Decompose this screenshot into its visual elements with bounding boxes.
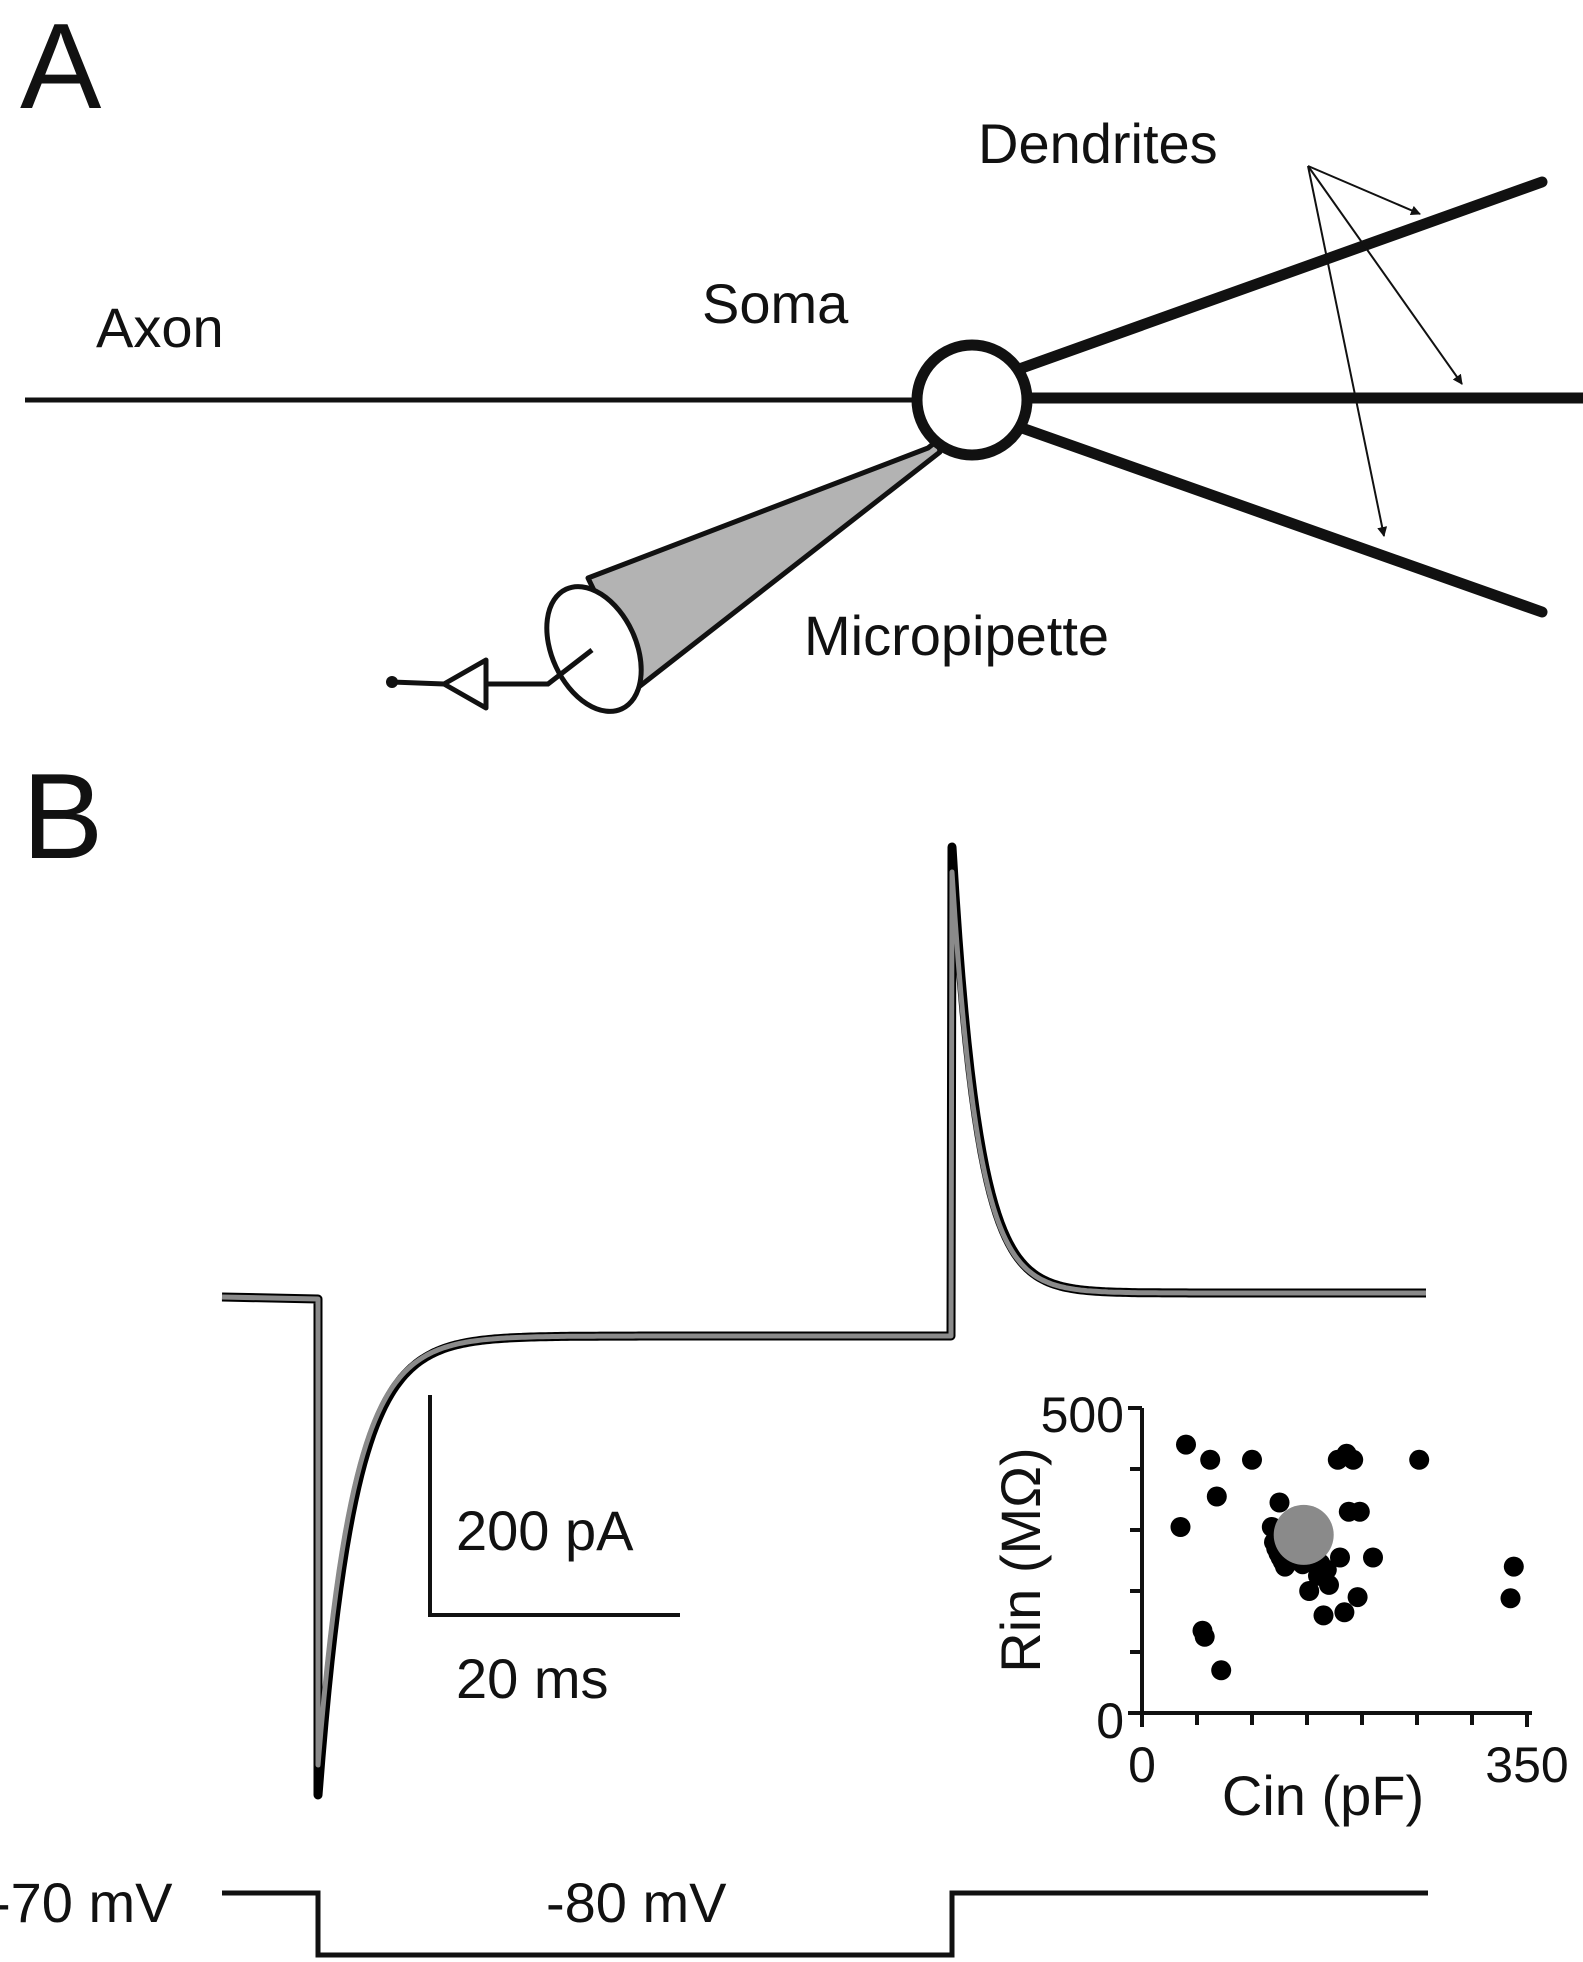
y-tick-label-500: 500 (1041, 1387, 1124, 1443)
x-tick-label-0: 0 (1128, 1737, 1156, 1793)
amplifier-terminal (386, 676, 398, 688)
dendrite-arrow-2 (1307, 165, 1463, 385)
scatter-point-38 (1503, 1556, 1524, 1577)
scatter-point-4 (1206, 1486, 1227, 1507)
scale-bar-time-label: 20 ms (456, 1647, 609, 1710)
step-voltage-label: -80 mV (546, 1871, 727, 1934)
scale-bar (428, 1395, 680, 1617)
scatter-point-30 (1343, 1449, 1364, 1470)
soma-circle (911, 339, 1033, 461)
micropipette-label: Micropipette (804, 604, 1109, 667)
axon-label: Axon (96, 296, 224, 359)
soma-label: Soma (702, 272, 849, 335)
scatter-point-39 (1500, 1588, 1521, 1609)
panel-a: A Axon Soma Dendrites Micropipette (20, 0, 1583, 714)
scatter-x-axis-label: Cin (pF) (1222, 1764, 1424, 1827)
amplifier-output-wire (391, 679, 445, 687)
scatter-point-27 (1319, 1574, 1339, 1595)
scatter-point-26 (1316, 1559, 1337, 1580)
dendrite-arrow-1 (1307, 165, 1421, 216)
scatter-ticks (1128, 1406, 1529, 1727)
scatter-point-34 (1334, 1602, 1355, 1623)
rin-cin-scatter-plot: 0 350 0 500 Cin (pF) Rin (MΩ) (989, 1387, 1569, 1827)
dendrite-upper (1016, 176, 1548, 374)
scatter-point-33 (1330, 1547, 1350, 1568)
scatter-point-7 (1211, 1660, 1232, 1681)
scatter-point-35 (1347, 1587, 1368, 1608)
micropipette-opening (544, 584, 644, 714)
x-tick-label-350: 350 (1485, 1737, 1568, 1793)
panel-b-letter: B (22, 748, 103, 884)
y-tick-label-0: 0 (1096, 1693, 1124, 1749)
scatter-mean-point (1273, 1504, 1334, 1565)
scatter-point-6 (1194, 1626, 1215, 1647)
panel-b: B 200 pA 20 ms -70 mV -80 mV 0 350 0 500… (0, 748, 1569, 1958)
scatter-points (1170, 1434, 1524, 1681)
holding-voltage-label: -70 mV (0, 1871, 173, 1934)
amplifier-wire (486, 648, 594, 687)
dendrites-label: Dendrites (978, 112, 1218, 175)
scatter-point-25 (1313, 1605, 1334, 1626)
scatter-point-3 (1170, 1517, 1191, 1537)
scale-bar-current-label: 200 pA (456, 1499, 634, 1562)
dendrite-lower (1016, 422, 1548, 618)
current-trace-fit (221, 869, 1426, 1768)
amplifier-triangle-icon (441, 657, 489, 711)
scatter-point-22 (1299, 1581, 1320, 1601)
scatter-point-36 (1363, 1547, 1383, 1568)
dendrite-arrow-3 (1307, 165, 1388, 537)
scatter-point-32 (1349, 1501, 1370, 1522)
current-trace-recorded (221, 842, 1428, 1800)
scatter-point-2 (1242, 1449, 1262, 1470)
scatter-point-0 (1176, 1434, 1196, 1455)
scatter-point-1 (1200, 1449, 1221, 1470)
scatter-y-axis-label: Rin (MΩ) (989, 1447, 1052, 1672)
scatter-point-8 (1269, 1492, 1290, 1513)
scatter-point-37 (1409, 1449, 1430, 1470)
panel-a-letter: A (20, 0, 102, 134)
voltage-protocol-trace (222, 1890, 1428, 1958)
